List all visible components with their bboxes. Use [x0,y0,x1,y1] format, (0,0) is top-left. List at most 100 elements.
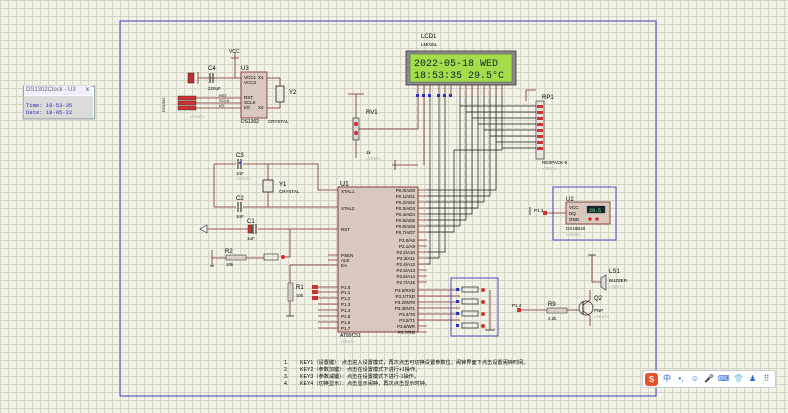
svg-text:P3.0/RXD: P3.0/RXD [395,288,416,293]
ime-voice-icon[interactable]: 🎤 [704,374,714,383]
svg-text:P0.1/AD1: P0.1/AD1 [396,194,416,199]
svg-text:P1.5: P1.5 [341,314,351,319]
lcd1-block[interactable]: LCD1 LM016L 2022-05-18 WED 18:53:35 29.5… [405,34,517,97]
rp1-model: RESPACK-8 [542,160,568,165]
svg-text:P1.3: P1.3 [341,302,351,307]
svg-text:P2.4/A12: P2.4/A12 [396,262,415,267]
c3-value: 1nF [236,171,244,176]
lcd-ref: LCD1 [421,34,437,40]
ds18b20-block[interactable]: U2 VCC DQ GND 29.5 DS18B20 <TEXT> P1.3 [529,186,617,241]
clock-circuit[interactable]: C3 1nF <TEXT> Y1 CRYSTAL C2 1nF C3 C1 [199,153,328,267]
q2-model: PNP [594,308,603,313]
rv1-block[interactable]: RV1 1k <TEXT> [348,93,425,170]
svg-text:P0.5/AD5: P0.5/AD5 [396,218,416,223]
r2-body[interactable] [225,254,247,261]
r1-ref: R1 [296,285,304,291]
ime-keyboard-icon[interactable]: ⌨ [718,374,730,383]
svg-text:<TEXT>: <TEXT> [566,232,582,237]
sheet-border [119,20,657,397]
r9-ref: R9 [548,302,556,308]
svg-text:P0.7/AD7: P0.7/AD7 [396,230,416,235]
ds1302-pin-rst: RST [244,95,253,100]
svg-text:P1.7: P1.7 [341,326,351,331]
svg-text:P3.2/INT0: P3.2/INT0 [395,300,416,305]
buzzer-block[interactable]: LS1 BUZZER <TEXT> Q2 PNP <TEXT> R9 2.2k … [512,254,628,326]
ime-menu-icon[interactable]: ⠿ [763,374,770,383]
svg-text:P0.0/AD0: P0.0/AD0 [396,188,416,193]
svg-text:P3.5/T1: P3.5/T1 [399,318,415,323]
svg-text:DS1302: DS1302 [161,97,166,112]
popup-date: Date: 18-05-22 [26,109,73,116]
svg-text:P3.1/TXD: P3.1/TXD [395,294,415,299]
svg-text:2.: 2. [284,367,288,373]
u2-net-label: P1.3 [534,208,544,213]
rv1-ref: RV1 [366,110,378,116]
svg-text:P1.1: P1.1 [341,290,351,295]
r9-net-label: P1.4 [512,303,522,308]
rp1-ref: RP1 [542,95,554,101]
svg-text:SCLK: SCLK [219,98,230,103]
ime-logo-icon[interactable]: S [645,372,658,386]
svg-text:ALE: ALE [341,258,350,263]
svg-text:I/O: I/O [219,103,224,108]
svg-text:P2.7/A15: P2.7/A15 [396,280,415,285]
note-2: KEY2（参数加键）：点击在设置模式下进行+1操作。 [300,365,420,373]
p0-data-bus [427,96,503,265]
svg-text:PSEN: PSEN [341,253,353,258]
q2-ref: Q2 [594,296,603,302]
svg-text:<TEXT>: <TEXT> [190,114,206,119]
svg-text:GND: GND [569,217,580,222]
ds1302-chip[interactable] [240,71,268,119]
crystal-y1[interactable] [262,179,274,193]
ds1302-model: DS1302 [241,119,259,125]
svg-text:P3.7/RD: P3.7/RD [398,330,416,335]
svg-text:XTAL1: XTAL1 [341,189,355,194]
svg-text:<TEXT>: <TEXT> [340,339,356,344]
c3-ref: C3 [236,153,244,159]
ime-skin-icon[interactable]: 👕 [733,374,744,383]
y1-ref: Y1 [279,182,287,188]
r1-value: 10k [296,293,304,298]
mcu-block[interactable]: U1 AT89C51 <TEXT> XTAL1 XTAL2 RST PSEN A… [312,181,460,344]
svg-text:P2.1/A9: P2.1/A9 [399,244,416,249]
ime-emoji-icon[interactable]: ☺ [690,374,700,383]
svg-text:3.: 3. [284,374,288,380]
popup-title: DS1302Clock - U3 [24,86,92,95]
svg-text:P0.3/AD3: P0.3/AD3 [396,206,416,211]
svg-text:<TEXT>: <TEXT> [366,156,382,161]
y1-label: CRYSTAL [279,189,300,194]
y2-label: CRYSTAL [268,119,289,124]
popup-close-icon[interactable]: x [86,87,89,93]
svg-text:P1.6: P1.6 [341,320,351,325]
ds1302-pin-io: I/O [244,105,251,110]
c4-ref: C4 [208,66,216,72]
ds18b20-temp: 29.5 [589,208,601,214]
rv1-body[interactable] [352,117,360,141]
keys-block[interactable] [450,277,499,337]
u2-ref: U2 [566,197,574,203]
ime-toolbar[interactable]: S 中 •, ☺ 🎤 ⌨ 👕 ♟ ⠿ [642,370,776,388]
svg-text:P0.4/AD4: P0.4/AD4 [396,212,416,217]
r1-block[interactable]: R1 10k [286,264,328,317]
ime-toolbox-icon[interactable]: ♟ [748,374,757,383]
mcu-model: AT89C51 [340,333,361,339]
mcu-chip[interactable] [337,186,419,333]
rv1-value: 1k [366,150,372,155]
vcc-label-rtc: VCC [229,49,240,55]
reset-button[interactable] [263,253,279,261]
rp1-block[interactable]: RP1 RESPACK-8 <TEXT> [459,89,568,171]
ls1-ref: LS1 [609,269,620,275]
crystal-y2[interactable] [275,85,285,103]
q2-symbol[interactable] [578,300,594,316]
mcu-ref: U1 [340,181,349,188]
ds1302-block[interactable]: U3 VCC1 VCC2 RST SCLK I/O X1 X2 DS1302 V… [161,49,297,125]
svg-text:P2.0/A8: P2.0/A8 [399,238,416,243]
ime-lang-toggle[interactable]: 中 [663,374,671,383]
svg-text:VCC: VCC [569,205,579,210]
ds1302-pin-vcc2: VCC2 [244,80,257,85]
svg-text:1.: 1. [284,360,288,366]
svg-text:P3.3/INT1: P3.3/INT1 [395,306,416,311]
y2-ref: Y2 [289,90,297,96]
ime-punct-icon[interactable]: •, [678,374,684,383]
